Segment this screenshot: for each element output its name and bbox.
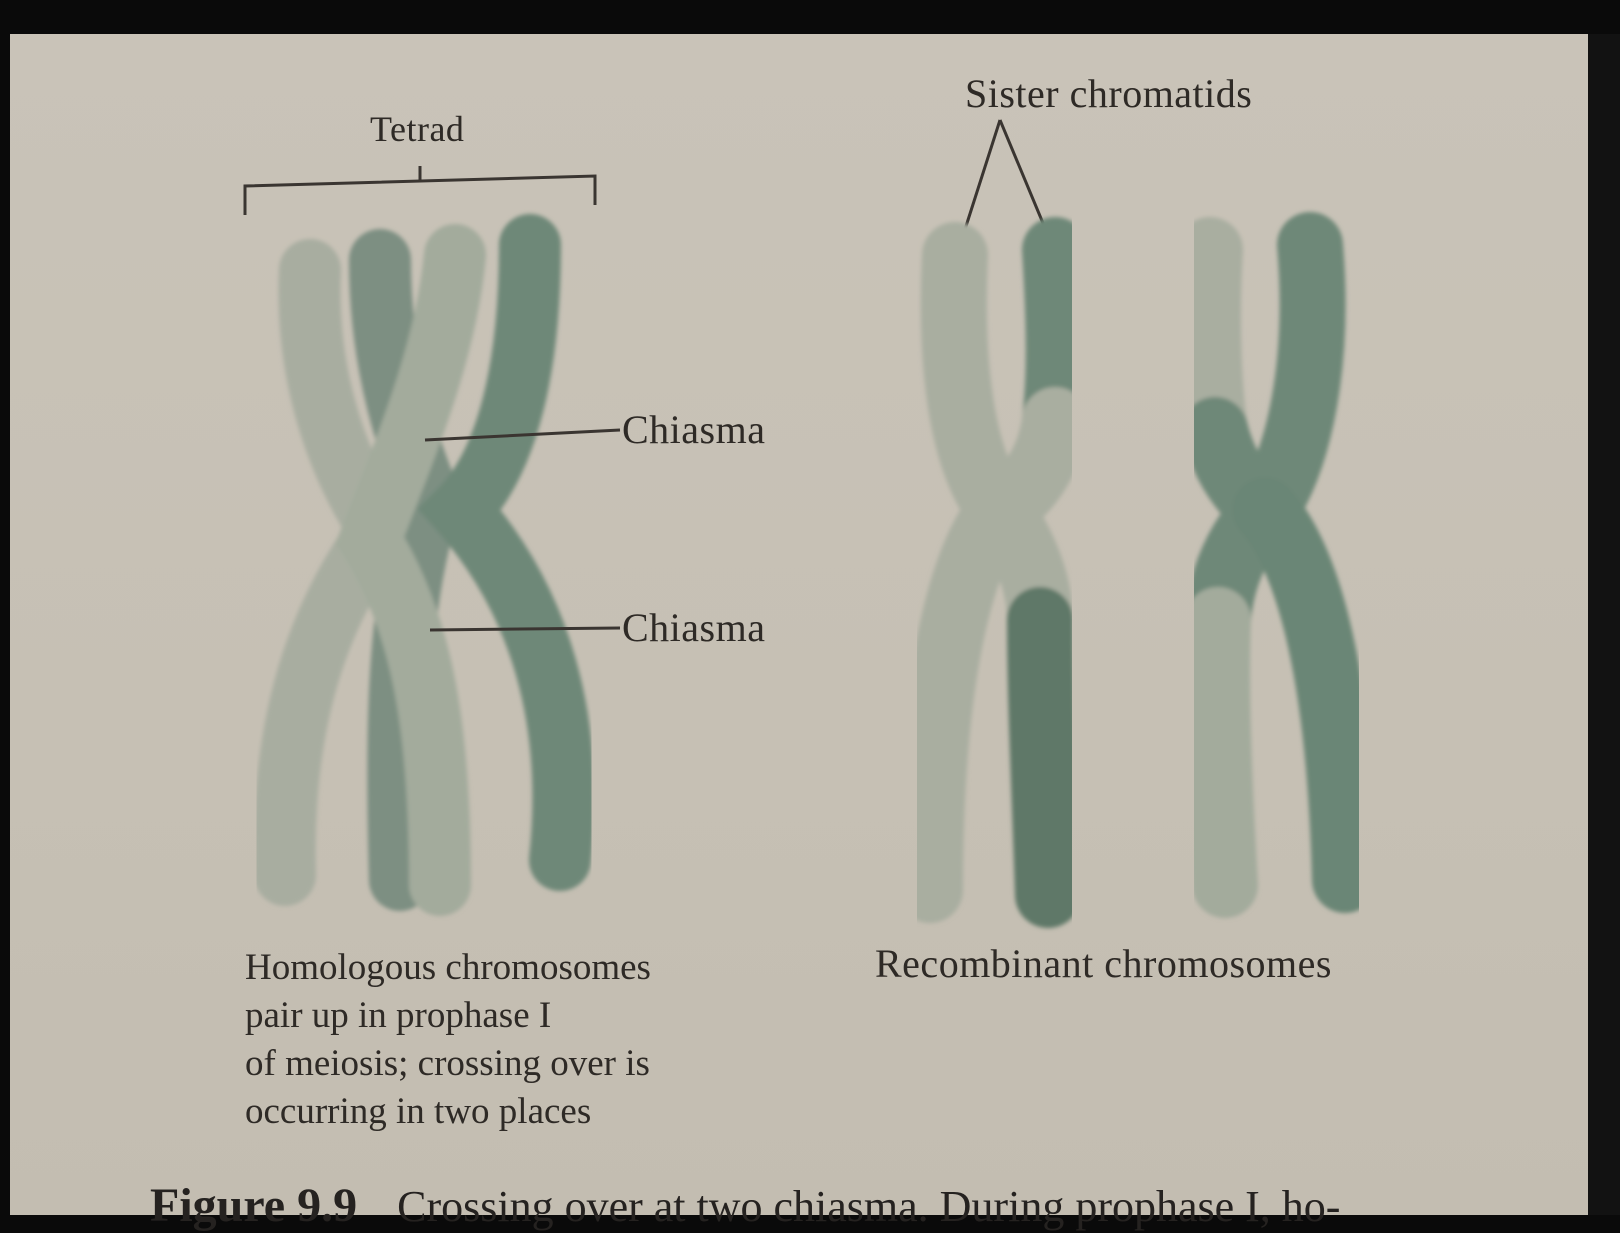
homologous-caption: Homologous chromosomes pair up in propha… xyxy=(245,944,651,1136)
recombinant-chromosome-2 xyxy=(1208,245,1345,885)
figure-caption: Figure 9.9 Crossing over at two chiasma. … xyxy=(150,1178,1340,1233)
tetrad-label: Tetrad xyxy=(370,108,464,150)
chromatid-4 xyxy=(460,245,563,860)
caption-line: Homologous chromosomes xyxy=(245,944,651,992)
recombinant-chromosome-1 xyxy=(930,250,1059,895)
caption-line: occurring in two places xyxy=(245,1088,651,1136)
caption-line: pair up in prophase I xyxy=(245,992,651,1040)
tetrad-chromosomes xyxy=(285,245,564,885)
chiasma-upper-label: Chiasma xyxy=(622,406,765,453)
caption-line: of meiosis; crossing over is xyxy=(245,1040,651,1088)
recombinant-chromosomes-label: Recombinant chromosomes xyxy=(875,940,1332,987)
chiasma-lower-label: Chiasma xyxy=(622,604,765,651)
sister-chromatids-label: Sister chromatids xyxy=(965,70,1252,117)
figure-caption-text: Crossing over at two chiasma. During pro… xyxy=(397,1182,1340,1231)
figure-number: Figure 9.9 xyxy=(150,1179,357,1232)
tetrad-bracket xyxy=(245,166,595,215)
